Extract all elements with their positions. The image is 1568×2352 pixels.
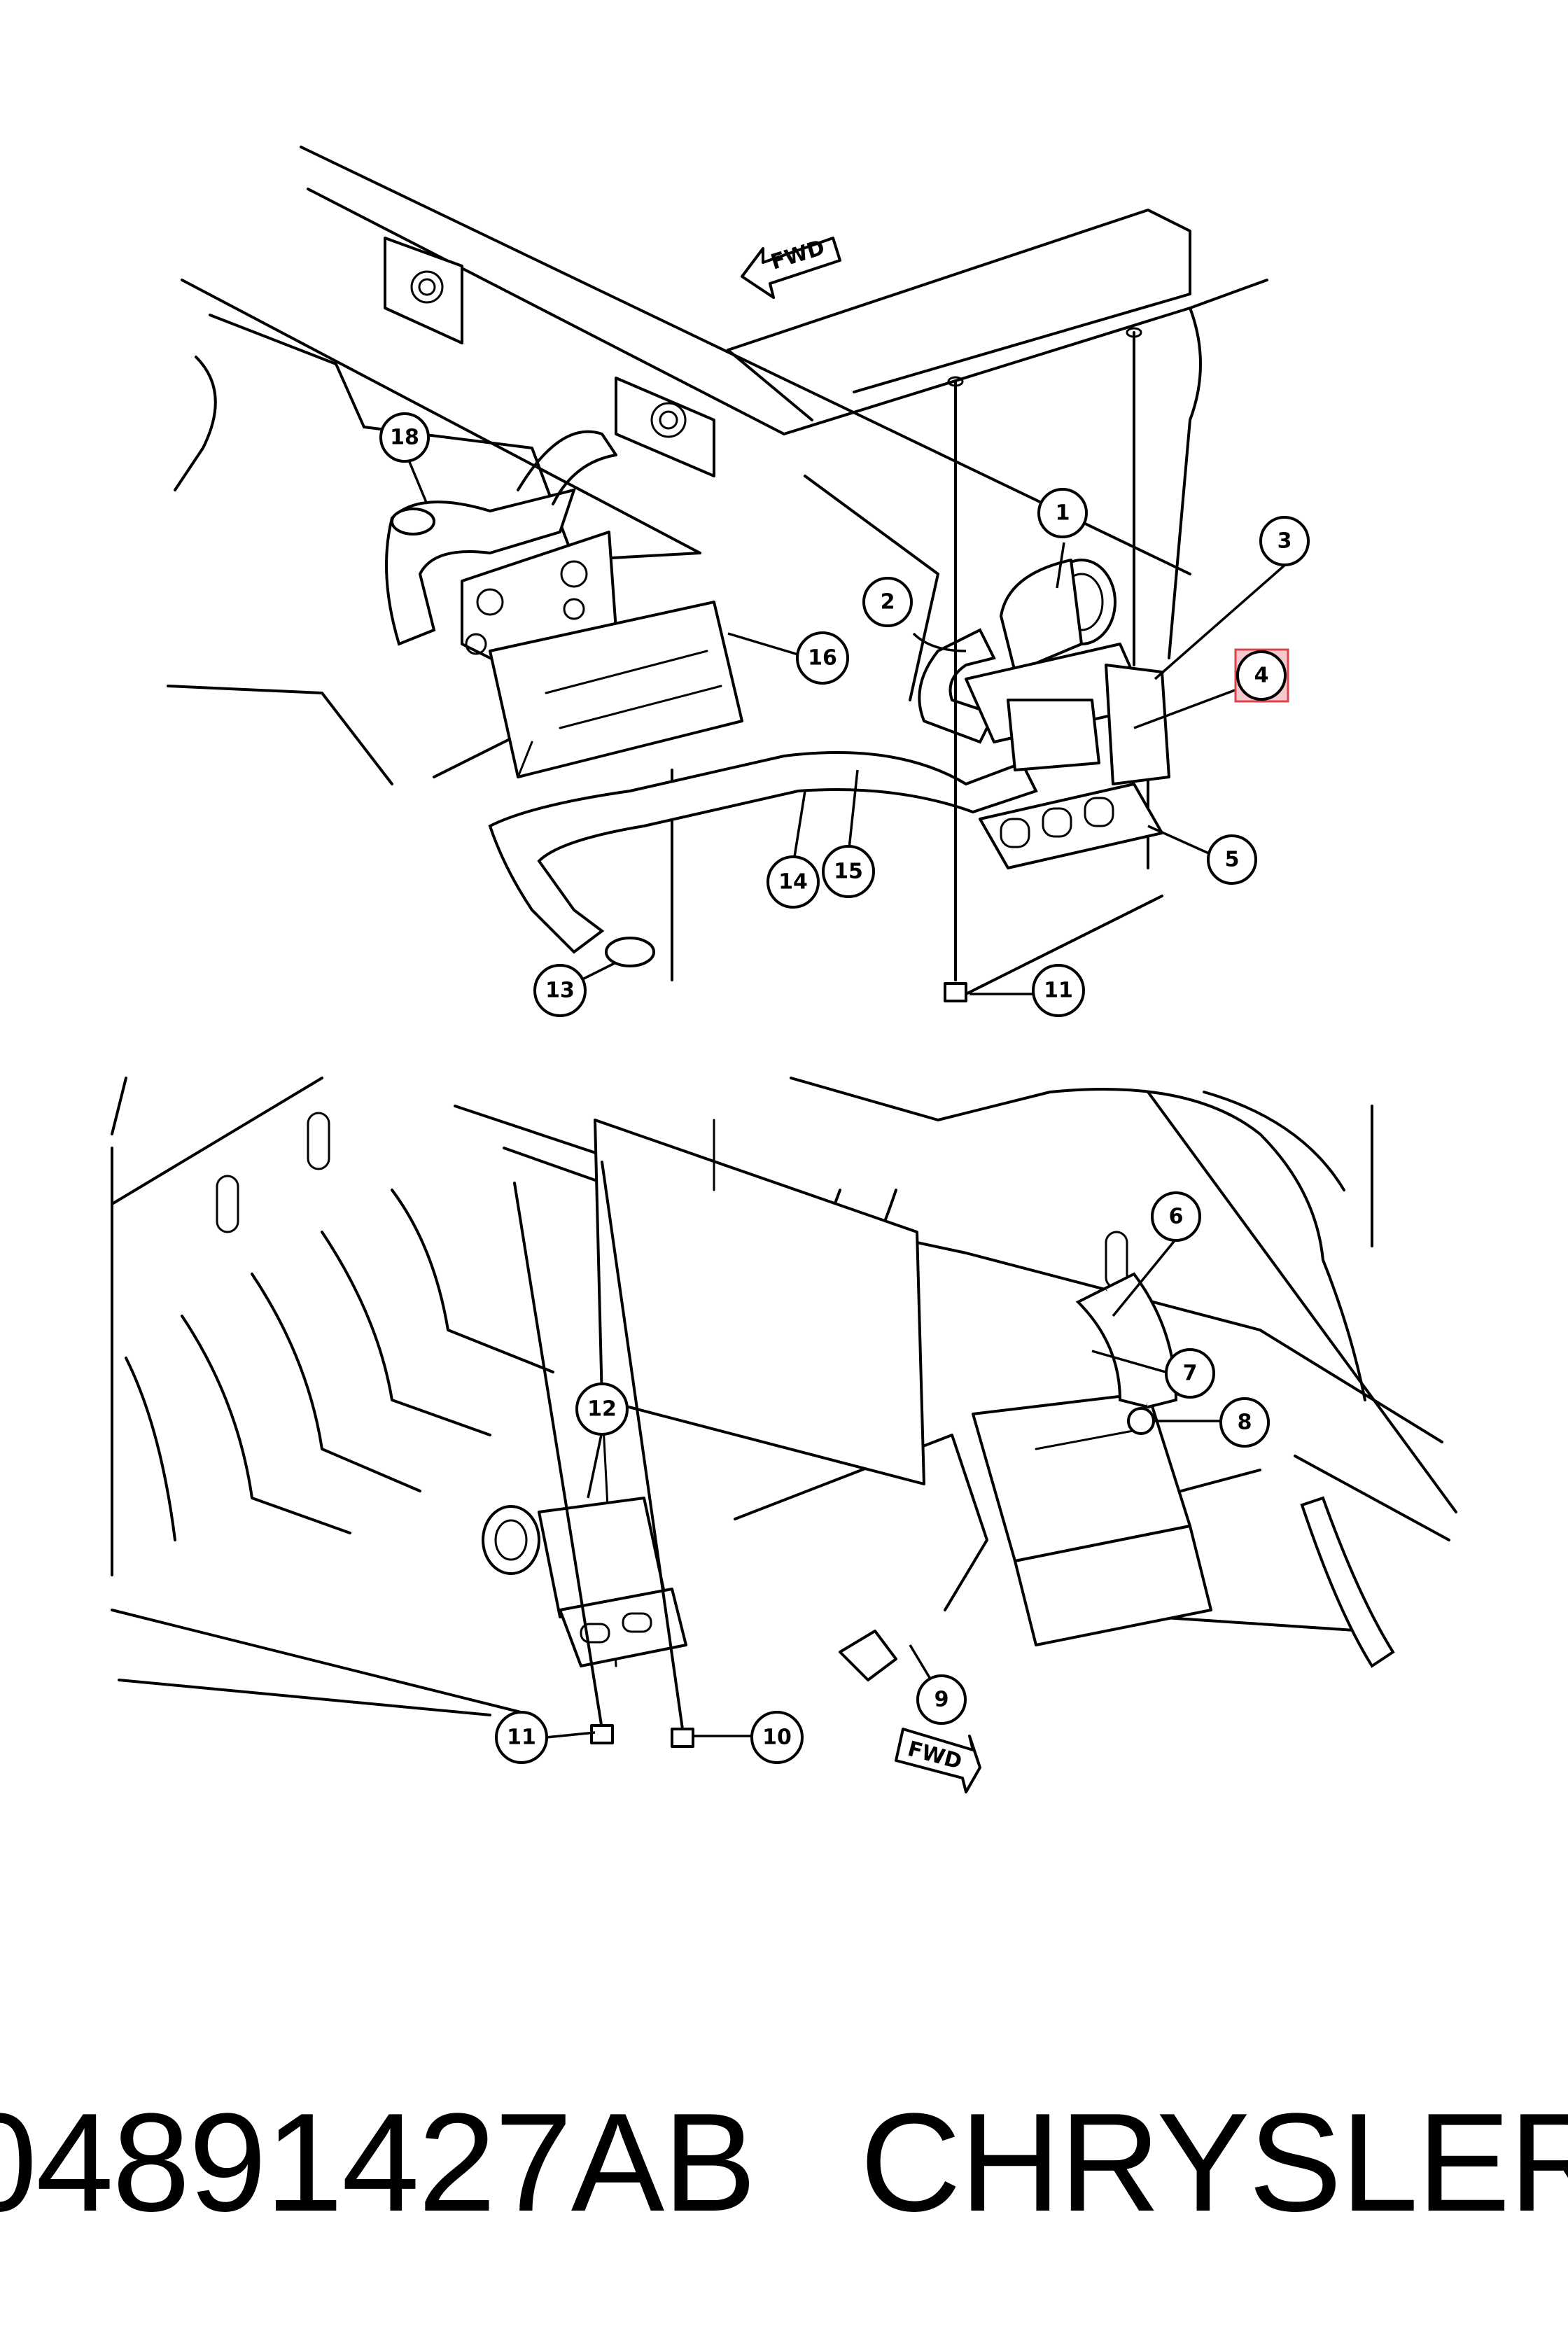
svg-text:9: 9 — [934, 1688, 949, 1712]
callout-5: 5 — [1207, 834, 1257, 885]
callout-1: 1 — [1037, 488, 1088, 538]
callout-8: 8 — [1219, 1397, 1270, 1448]
callout-9: 9 — [916, 1674, 967, 1725]
callout-11-bottom: 11 — [495, 1711, 548, 1764]
svg-text:1: 1 — [1056, 501, 1070, 526]
svg-text:6: 6 — [1169, 1205, 1184, 1229]
svg-text:8: 8 — [1238, 1410, 1252, 1435]
callout-13: 13 — [533, 964, 587, 1017]
parts-diagram: FWD — [111, 146, 1457, 1793]
svg-text:5: 5 — [1225, 848, 1240, 872]
callouts-top: 18 1 3 4 2 16 5 14 15 13 11 — [379, 412, 1310, 1017]
svg-text:15: 15 — [834, 860, 863, 884]
callout-14: 14 — [766, 855, 820, 909]
svg-text:2: 2 — [881, 590, 895, 615]
callout-12: 12 — [575, 1382, 629, 1436]
callouts-bottom: 6 7 8 12 9 11 10 — [495, 1191, 1270, 1764]
svg-text:10: 10 — [762, 1726, 792, 1750]
fwd-arrow-top: FWD — [741, 235, 841, 299]
callout-15: 15 — [822, 845, 875, 898]
callout-18: 18 — [379, 412, 430, 463]
svg-text:13: 13 — [545, 979, 575, 1003]
callout-16: 16 — [796, 631, 849, 685]
callout-6: 6 — [1151, 1191, 1201, 1242]
svg-text:11: 11 — [1044, 979, 1073, 1003]
callout-3: 3 — [1259, 516, 1310, 566]
callout-4: 4 — [1234, 648, 1289, 703]
svg-text:3: 3 — [1278, 529, 1292, 554]
caption: 04891427AB CHRYSLER — [0, 2072, 1568, 2254]
svg-text:4: 4 — [1254, 664, 1269, 688]
svg-text:16: 16 — [808, 646, 837, 671]
top-view-drawing — [167, 146, 1268, 1002]
svg-text:18: 18 — [390, 426, 419, 450]
svg-text:14: 14 — [778, 870, 808, 895]
svg-text:12: 12 — [587, 1397, 617, 1422]
fwd-arrow-bottom: FWD — [895, 1728, 981, 1793]
svg-text:11: 11 — [507, 1726, 536, 1750]
brand-name: CHRYSLER — [860, 2085, 1568, 2241]
callout-7: 7 — [1165, 1348, 1215, 1399]
callout-11-top: 11 — [1032, 964, 1085, 1017]
bottom-view-drawing — [111, 1077, 1457, 1748]
part-number: 04891427AB — [0, 2085, 757, 2241]
callout-2: 2 — [862, 577, 913, 627]
svg-text:7: 7 — [1183, 1362, 1198, 1386]
callout-10: 10 — [750, 1711, 804, 1764]
